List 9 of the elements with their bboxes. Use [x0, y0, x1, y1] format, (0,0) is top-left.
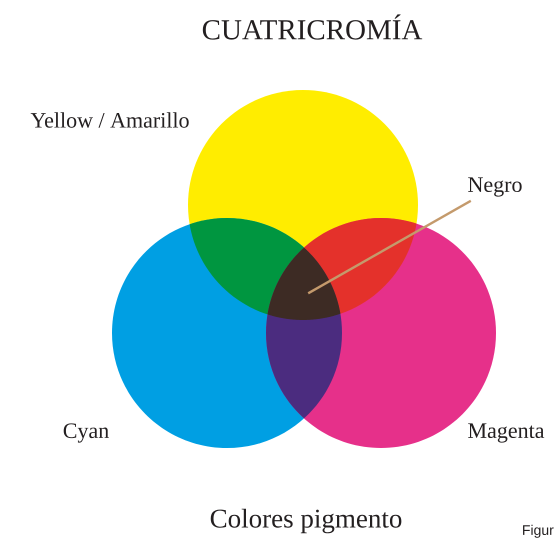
circle-label: Magenta	[468, 423, 544, 443]
overlap-region	[268, 248, 340, 320]
circle-label: Cyan	[64, 423, 109, 443]
caption: Colores pigmento	[210, 508, 402, 534]
circle-label: Yellow / Amarillo	[30, 112, 189, 128]
figure-note: Figur	[523, 524, 554, 538]
title: CUATRICROMÍA	[202, 14, 422, 40]
label-text: Negro	[468, 177, 522, 197]
leader-line	[308, 200, 472, 294]
